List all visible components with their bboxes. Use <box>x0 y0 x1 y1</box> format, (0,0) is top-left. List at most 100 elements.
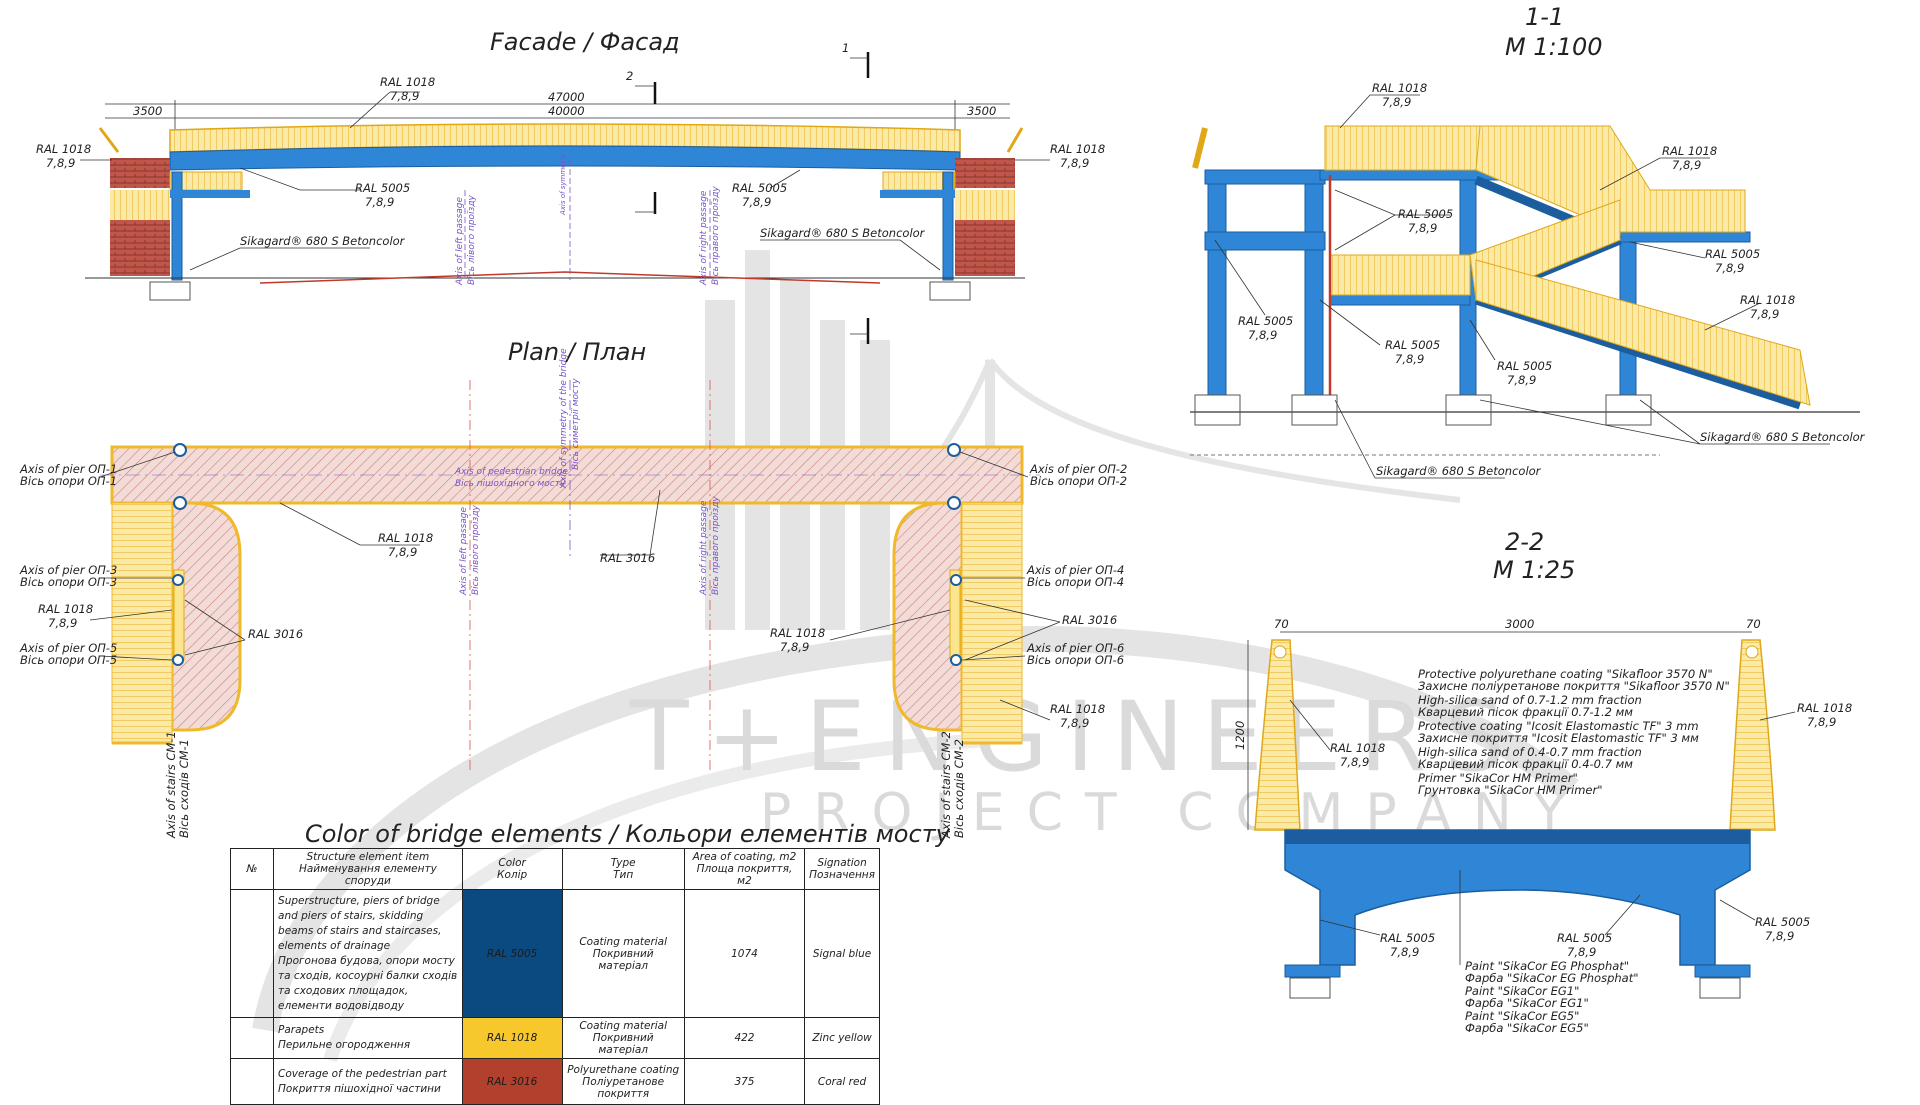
plan-pier-6-ua: Вісь опори ОП-6 <box>1027 653 1124 667</box>
legend-col-area-en: Area of coating, m2 <box>692 851 797 863</box>
s11-color-mid-code: 7,8,9 <box>1408 221 1437 235</box>
color-legend-table: № Structure element item Найменування ел… <box>229 848 880 1105</box>
s22-paint-0: Paint "SikaCor EG Phosphat" <box>1465 959 1629 973</box>
plan-left-stair-steps <box>111 502 173 744</box>
legend-row-1-type: Coating material Покривний матеріал <box>561 1017 685 1059</box>
facade-mid-right-code: 7,8,9 <box>742 195 771 209</box>
legend-col-type: Type Тип <box>561 848 685 890</box>
legend-row-2-signation: Coral red <box>804 1058 880 1105</box>
plan-stairs-2: Axis of stairs СМ-2 <box>939 731 953 839</box>
s11-color-right-top-code: 7,8,9 <box>1672 158 1701 172</box>
facade-sika-right: Sikagard® 680 S Betoncolor <box>760 226 926 240</box>
legend-title: Color of bridge elements / Кольори елеме… <box>305 820 951 848</box>
s22-color-left-code: 7,8,9 <box>1340 755 1369 769</box>
plan-pier-2: Axis of pier ОП-2 <box>1029 462 1127 476</box>
legend-row-0-type-ua: Покривний матеріал <box>592 947 654 972</box>
plan-axis-left-ua: Вісь лівого проїзду <box>471 504 481 595</box>
legend-col-area: Area of coating, m2 Площа покриття, м2 <box>683 848 806 890</box>
plan-drawing: Axis of pedestrian bridge Вісь пішохідно… <box>19 348 1127 839</box>
legend-row-1-type-en: Coating material <box>579 1020 668 1032</box>
s22-color-bm-code: 7,8,9 <box>1567 945 1596 959</box>
legend-cell-num <box>229 889 275 1018</box>
plan-axis-sym: Axis of symmetry of the bridge <box>559 348 569 489</box>
s11-sika-a: Sikagard® 680 S Betoncolor <box>1700 430 1866 444</box>
plan-pier-3-ua: Вісь опори ОП-3 <box>20 575 117 589</box>
plan-axis-right-ua: Вісь правого проїзду <box>711 496 721 595</box>
s22-color-bm: RAL 5005 <box>1557 931 1612 945</box>
s22-layer-6: High-silica sand of 0.4-0.7 mm fraction <box>1418 745 1642 759</box>
s22-color-bl-code: 7,8,9 <box>1390 945 1419 959</box>
facade-mid-left-code: 7,8,9 <box>365 195 394 209</box>
s22-color-bl: RAL 5005 <box>1380 931 1435 945</box>
s11-color-bot-code: 7,8,9 <box>1507 373 1536 387</box>
s22-scale: M 1:25 <box>1493 556 1575 584</box>
s22-dim-right: 70 <box>1746 617 1761 631</box>
legend-col-item: Structure element item Найменування елем… <box>273 848 463 890</box>
facade-dim-total: 47000 <box>548 90 585 104</box>
s22-layer-list: Protective polyurethane coating "Sikaflo… <box>1418 667 1730 797</box>
legend-row-1-type-ua: Покривний матеріал <box>592 1032 654 1056</box>
facade-drawing: 47000 40000 3500 3500 Axis of left passa <box>36 41 1105 344</box>
plan-pier-4-ua: Вісь опори ОП-4 <box>1027 575 1124 589</box>
plan-pier-1: Axis of pier ОП-1 <box>19 462 117 476</box>
facade-mid-right-color: RAL 5005 <box>732 181 787 195</box>
s22-layer-1: Захисне поліуретанове покриття "Sikafloo… <box>1418 679 1730 693</box>
s22-color-br: RAL 5005 <box>1755 915 1810 929</box>
facade-dim-span: 40000 <box>548 104 585 118</box>
plan-color-2: RAL 3016 <box>600 551 655 565</box>
s11-scale: M 1:100 <box>1505 33 1603 61</box>
s22-layer-5: Захисне покриття "Icosit Elastomastic TF… <box>1418 731 1699 745</box>
legend-row-2-type: Polyurethane coating Поліуретанове покри… <box>561 1058 685 1105</box>
plan-stairs-2-ua: Вісь сходів СМ-2 <box>952 739 966 838</box>
legend-row-1-area: 422 <box>683 1017 806 1059</box>
facade-cut-1: 1 <box>842 41 849 55</box>
plan-color-6: RAL 3016 <box>1062 613 1117 627</box>
facade-axis-right-passage-ua: Вісь правого проїзду <box>711 186 721 285</box>
facade-left-color-code: 7,8,9 <box>46 156 75 170</box>
legend-cell-item: Superstructure, piers of bridge and pier… <box>273 889 463 1018</box>
s22-paint-2: Paint "SikaCor EG1" <box>1465 984 1579 998</box>
s22-paint-4: Paint "SikaCor EG5" <box>1465 1009 1579 1023</box>
plan-color-5: RAL 1018 <box>770 626 825 640</box>
s22-layer-7: Кварцевий пісок фракції 0.4-0.7 мм <box>1418 757 1633 771</box>
s22-dim-left: 70 <box>1274 617 1289 631</box>
legend-row-red: Coverage of the pedestrian part Покриття… <box>229 1058 880 1105</box>
facade-top-color: RAL 1018 <box>380 75 435 89</box>
s22-layer-8: Primer "SikaCor HM Primer" <box>1418 771 1578 785</box>
facade-axis-right-passage: Axis of right passage <box>699 190 709 286</box>
plan-axis-ped: Axis of pedestrian bridge <box>454 467 568 477</box>
plan-color-3-code: 7,8,9 <box>48 616 77 630</box>
s22-color-right: RAL 1018 <box>1797 701 1852 715</box>
plan-axis-right: Axis of right passage <box>699 500 709 596</box>
facade-axis-left-passage: Axis of left passage <box>455 197 465 286</box>
s11-color-mid: RAL 5005 <box>1398 207 1453 221</box>
plan-pier-3: Axis of pier ОП-3 <box>19 563 117 577</box>
facade-axis-left-passage-ua: Вісь лівого проїзду <box>467 194 477 285</box>
legend-col-color-ua: Колір <box>497 869 528 881</box>
s22-paint-1: Фарба "SikaCor EG Phosphat" <box>1465 971 1639 985</box>
legend-row-0-swatch: RAL 5005 <box>461 889 563 1018</box>
plan-pier-6: Axis of pier ОП-6 <box>1026 641 1124 655</box>
facade-dim-left: 3500 <box>133 104 162 118</box>
plan-right-stair <box>892 501 964 732</box>
s11-color-right-mid-code: 7,8,9 <box>1715 261 1744 275</box>
s22-layer-4: Protective coating "Icosit Elastomastic … <box>1418 719 1699 733</box>
facade-right-color-code: 7,8,9 <box>1060 156 1089 170</box>
s11-color-right-low-code: 7,8,9 <box>1750 307 1779 321</box>
facade-right-stair-cover <box>955 158 1015 188</box>
facade-left-rails <box>110 190 170 220</box>
legend-row-blue: Superstructure, piers of bridge and pier… <box>229 889 880 1018</box>
facade-road-line <box>259 271 881 284</box>
plan-stairs-1: Axis of stairs СМ-1 <box>164 731 178 839</box>
s22-color-left: RAL 1018 <box>1330 741 1385 755</box>
legend-col-type-ua: Тип <box>613 869 634 881</box>
legend-row-2-item-ua: Покриття пішохідної частини <box>278 1082 441 1095</box>
legend-row-0-signation: Signal blue <box>804 889 880 1018</box>
facade-title: Facade / Фасад <box>490 28 680 56</box>
s11-color-right-low: RAL 1018 <box>1740 293 1795 307</box>
facade-mid-left-color: RAL 5005 <box>355 181 410 195</box>
s11-color-mid-low-code: 7,8,9 <box>1395 352 1424 366</box>
legend-row-0-item-en: Superstructure, piers of bridge and pier… <box>278 894 442 952</box>
facade-top-color-code: 7,8,9 <box>390 89 419 103</box>
